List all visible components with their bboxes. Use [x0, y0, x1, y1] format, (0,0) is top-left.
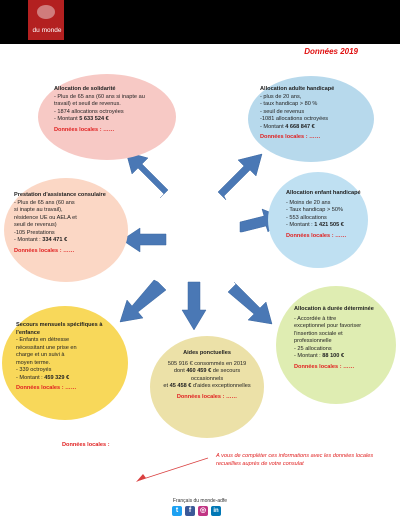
follow-text: Français du monde-adfe [172, 498, 228, 504]
local-data-label-bottom: Données locales : [62, 442, 110, 448]
instagram-icon[interactable]: ◎ [198, 506, 208, 516]
local-data-label: Données locales : …… [16, 385, 77, 392]
logo[interactable]: du monde [28, 0, 64, 40]
bubble-title: Allocation de solidarité [54, 86, 116, 92]
bubble-allocation-enfant-handicape: Allocation enfant handicapé - Moins de 2… [268, 172, 368, 268]
bubble-title: Allocation enfant handicapé [286, 190, 361, 196]
twitter-icon[interactable]: t [172, 506, 182, 516]
footnote-pointer [139, 457, 209, 481]
footnote: A vous de compléter ces informations ave… [216, 453, 374, 467]
bubble-title: Allocation à durée déterminée [294, 306, 374, 312]
arrow-to-handicap-adulte [217, 153, 263, 201]
local-data-label: Données locales : …… [286, 232, 347, 239]
local-data-label: Données locales : …… [176, 393, 238, 400]
local-data-label: Données locales : …… [14, 247, 75, 254]
local-data-label: Données locales : …… [260, 134, 321, 141]
arrow-to-aides [181, 281, 207, 331]
bubble-title: Prestation d'assistance consulaire [14, 192, 106, 198]
facebook-icon[interactable]: f [185, 506, 195, 516]
linkedin-icon[interactable]: in [211, 506, 221, 516]
bubble-secours-enfance: Secours mensuels spécifiques à l'enfance… [2, 306, 128, 420]
header-bar: du monde [0, 0, 400, 44]
bubble-allocation-adulte-handicape: Allocation adulte handicapé - plus de 20… [248, 76, 374, 162]
bubble-allocation-duree-determinee: Allocation à durée déterminée - Accordée… [276, 286, 396, 404]
arrow-to-duree [227, 281, 273, 325]
bubble-title: Allocation adulte handicapé [260, 86, 335, 92]
bubble-prestation-consulaire: Prestation d'assistance consulaire - Plu… [4, 178, 128, 282]
bubble-aides-ponctuelles: Aides ponctuelles 505 916 € consommés en… [150, 336, 264, 438]
local-data-label: Données locales : …… [54, 126, 115, 133]
arrow-to-secours [119, 279, 167, 323]
arrow-to-solidarite [125, 151, 169, 199]
bubble-title: Aides ponctuelles [183, 350, 231, 356]
data-year: Données 2019 [304, 47, 358, 56]
arrow-to-prestation [121, 227, 167, 253]
local-data-label: Données locales : …… [294, 363, 355, 370]
bubble-title: Secours mensuels spécifiques à l'enfance [16, 322, 103, 336]
logo-text: du monde [32, 27, 62, 34]
globe-icon [37, 5, 55, 19]
bubble-allocation-solidarite: Allocation de solidarité - Plus de 65 an… [38, 74, 176, 160]
